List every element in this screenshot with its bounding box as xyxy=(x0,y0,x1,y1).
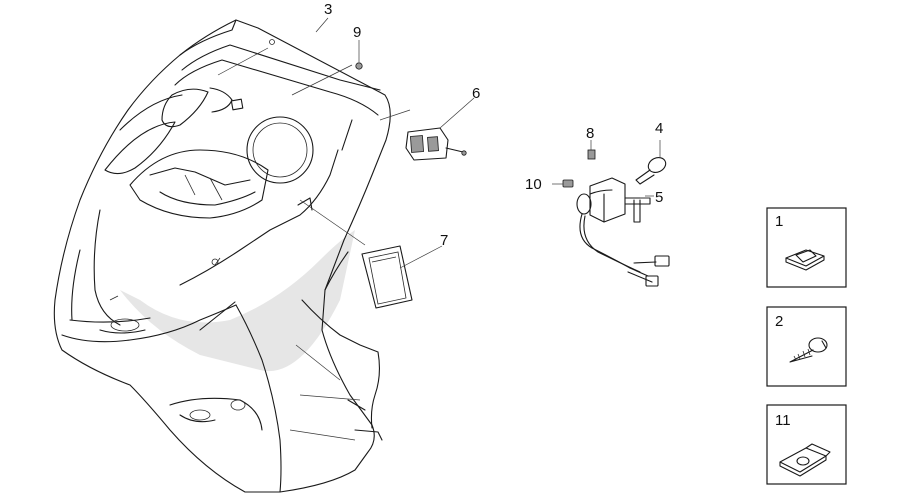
u-clip-icon xyxy=(779,443,831,477)
callout-9: 9 xyxy=(353,24,361,41)
box-label-2: 2 xyxy=(775,313,783,330)
assembly-guide-lines xyxy=(217,47,411,441)
hardware-box-2: 2 xyxy=(766,306,847,387)
screw-part-9 xyxy=(355,40,363,70)
callout-7: 7 xyxy=(440,232,448,249)
callout-3: 3 xyxy=(324,1,332,18)
callout-10: 10 xyxy=(525,176,542,193)
switch-body-part-5 xyxy=(576,177,654,223)
hardware-box-1: 1 xyxy=(766,207,847,288)
callout-6: 6 xyxy=(472,85,480,102)
callout-5: 5 xyxy=(655,189,663,206)
callout-8: 8 xyxy=(586,125,594,142)
box-label-11: 11 xyxy=(775,412,791,429)
switch-wiring-harness xyxy=(579,213,670,287)
box-label-1: 1 xyxy=(775,213,783,230)
ignition-switch-assembly xyxy=(552,140,670,287)
ignition-key-part-4 xyxy=(635,140,667,185)
hardware-box-11: 11 xyxy=(766,404,847,485)
clip-nut-icon xyxy=(785,249,825,271)
cover-frame-part-7 xyxy=(361,245,443,309)
front-shield-part-3 xyxy=(53,19,391,493)
callout-4: 4 xyxy=(655,120,663,137)
latch-part-6 xyxy=(405,97,475,161)
callout-labels: 3 9 6 7 8 4 10 5 xyxy=(315,1,663,249)
self-tapping-screw-icon xyxy=(789,337,828,363)
